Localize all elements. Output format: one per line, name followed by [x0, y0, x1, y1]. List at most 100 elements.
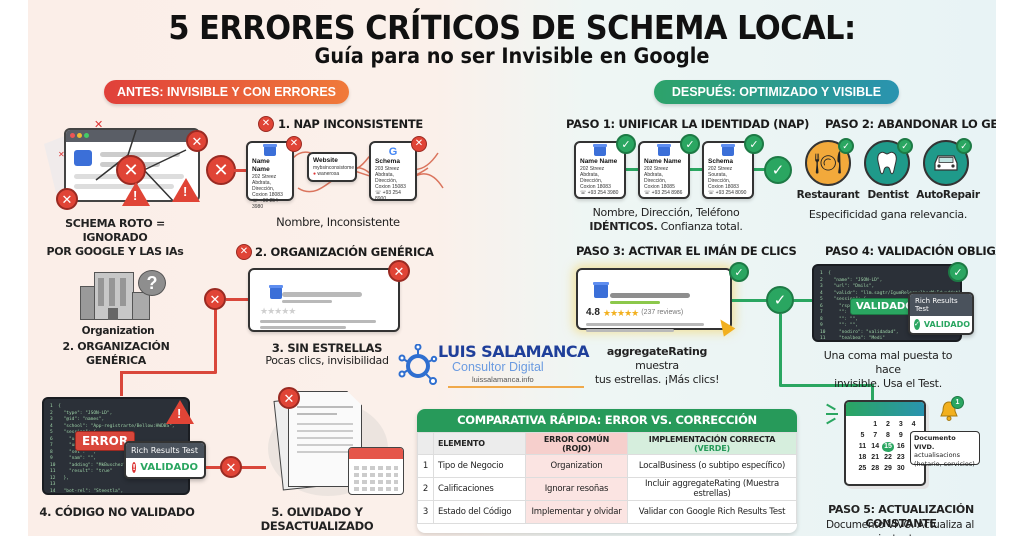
- brand-logo: LUIS SALAMANCA Consultor Digital luissal…: [398, 342, 589, 388]
- calendar-day: 25: [858, 465, 867, 472]
- broken-schema-caption: SCHEMA ROTO = IGNORADO POR GOOGLE Y LAS …: [46, 217, 184, 258]
- step1-title: PASO 1: UNIFICAR LA IDENTIDAD (NAP): [566, 117, 810, 131]
- calendar-day: 14: [871, 443, 880, 450]
- sparkle-lines-icon: [826, 403, 840, 425]
- check-icon: ✓: [680, 134, 700, 154]
- check-icon: ✓: [766, 286, 794, 314]
- check-icon: ✓: [744, 134, 764, 154]
- calendar-day: 8: [886, 432, 890, 439]
- error3-caption: Pocas clics, invisibilidad: [265, 354, 389, 367]
- empty-stars-icon: ★★★★★: [260, 306, 296, 316]
- table-row: 1 Tipo de Negocio Organization LocalBusi…: [417, 454, 797, 478]
- error1-title: 1. NAP INCONSISTENTE: [278, 117, 423, 131]
- google-g-icon: G: [388, 146, 398, 158]
- step2-title: PASO 2: ABANDONAR LO GENÉRICO: [825, 117, 996, 131]
- calendar-day: 4: [911, 421, 916, 428]
- outdated-document-icon: ✕: [258, 385, 408, 500]
- step4-caption: Una coma mal puesta to hace invisible. U…: [823, 349, 953, 390]
- check-icon: ✓: [616, 134, 636, 154]
- error-x-icon: ✕: [56, 188, 78, 210]
- after-section-label: DESPUÉS: OPTIMIZADO Y VISIBLE: [654, 80, 899, 104]
- speech-bubble: Documento VIVD. actualisacions (hotario,…: [910, 431, 980, 468]
- check-icon: ✓: [897, 138, 913, 154]
- rich-listing-card: 4.8 ★★★★★ (237 reviews): [576, 268, 732, 332]
- calendar-day: 15: [881, 442, 895, 452]
- stars-icon: ★★★★★: [602, 308, 639, 318]
- calendar-icon: 12345789101114151617182122232425282930: [844, 400, 926, 486]
- notification-badge: 1: [951, 396, 964, 409]
- network-node-icon: [398, 344, 438, 385]
- error-x-icon: ✕: [206, 155, 236, 185]
- step3-title: PASO 3: ACTIVAR EL IMÁN DE CLICS: [576, 244, 797, 258]
- type-label-dentist: Dentist: [867, 189, 909, 201]
- error-x-icon: ✕: [116, 155, 146, 185]
- brand-url: luissalamanca.info: [472, 375, 534, 384]
- error2-caption: 2. ORGANIZACIÓN GENÉRICA: [62, 340, 170, 367]
- error-x-icon: ✕: [286, 136, 302, 152]
- calendar-day: 23: [896, 454, 905, 461]
- calendar-icon: [348, 447, 404, 495]
- error3-title: 3. SIN ESTRELLAS: [271, 341, 383, 355]
- calendar-day: 7: [873, 432, 878, 439]
- broken-browser-icon: ✕ ✕ ✕ ! ! ✕ ✕: [44, 119, 208, 210]
- step2-caption: Especificidad gana relevancia.: [808, 208, 968, 221]
- check-icon: ✓: [838, 138, 854, 154]
- rich-results-failed-panel: Rich Results Test ! VALIDADO: [124, 441, 206, 479]
- brand-tagline: Consultor Digital: [452, 360, 544, 374]
- check-circle-icon: ✓: [914, 319, 920, 330]
- rating-value: 4.8: [586, 307, 600, 318]
- calendar-day: 3: [898, 421, 903, 428]
- error2-title: 2. ORGANIZACIÓN GENÉRICA: [255, 245, 434, 259]
- calendar-day: 11: [858, 443, 867, 450]
- check-icon: ✓: [729, 262, 749, 282]
- calendar-day: 16: [896, 443, 905, 450]
- error-x-icon: ✕: [411, 136, 427, 152]
- error-tag: ERROR: [75, 431, 136, 451]
- nap-card-schema: G Schema 203 Streez Abdrata, Dirección, …: [369, 141, 417, 202]
- infographic: 5 ERRORES CRÍTICOS DE SCHEMA LOCAL: Guía…: [28, 0, 996, 536]
- error-x-icon: ✕: [204, 288, 226, 310]
- error1-caption: Nombre, Inconsistente: [276, 215, 400, 229]
- calendar-day: 1: [873, 421, 878, 428]
- step4-title: PASO 4: VALIDACIÓN OBLIGATORIA: [825, 244, 996, 258]
- check-icon: ✓: [956, 138, 972, 154]
- check-icon: ✓: [764, 156, 792, 184]
- no-stars-listing-card: ★★★★★: [248, 268, 400, 332]
- step5-caption: Documento VIVO. Actualiza al instante.: [826, 519, 974, 536]
- error-x-icon: ✕: [186, 130, 208, 152]
- table-row: 2 Calificaciones Ignorar resoñas Incluir…: [417, 477, 797, 501]
- nap-card-website: Website mybsinconsistome ● wanerosa: [307, 152, 357, 182]
- type-label-restaurant: Restaurant: [796, 189, 860, 201]
- building-label: Organization: [81, 325, 155, 337]
- table-row: 3 Estado del Código Implementar y olvida…: [417, 500, 797, 524]
- error-x-icon: ✕: [236, 244, 252, 260]
- error5-title: 5. OLVIDADO Y DESACTUALIZADO: [260, 505, 374, 533]
- error-x-icon: ✕: [220, 456, 242, 478]
- calendar-day: 18: [858, 454, 867, 461]
- error-x-icon: ✕: [388, 260, 410, 282]
- column-header-error: ERROR COMÚN (ROJO): [525, 432, 628, 455]
- google-business-icon: [263, 144, 277, 156]
- check-icon: ✓: [948, 262, 968, 282]
- comparison-table: COMPARATIVA RÁPIDA: ERROR VS. CORRECCIÓN…: [417, 409, 797, 533]
- nap-card-1: Name Name 202 Streez Abdrata, Dirección,…: [574, 141, 626, 199]
- type-label-autorepair: AutoRepair: [916, 189, 980, 201]
- error-x-icon: ✕: [258, 116, 274, 132]
- before-section-label: ANTES: INVISIBLE Y CON ERRORES: [104, 80, 349, 104]
- step3-caption: aggregateRating muestra tus estrellas. ¡…: [594, 345, 720, 386]
- column-header-element: ELEMENTO: [433, 432, 526, 455]
- page-subtitle: Guía para no ser Invisible en Google: [314, 44, 710, 68]
- warning-icon: !: [166, 400, 194, 424]
- nap-card-2: Name Name 202 Streez Abdrata, Dirección,…: [638, 141, 690, 199]
- step1-caption: Nombre, Dirección, Teléfono IDÉNTICOS. C…: [589, 206, 743, 233]
- step5-title: PASO 5: ACTUALIZACIÓN CONSTANTE: [828, 503, 974, 530]
- calendar-day: 22: [884, 454, 892, 461]
- nap-card-gmb: Name Name 202 Streez Abdrata, Dirección,…: [246, 141, 294, 210]
- column-header-fix: IMPLEMENTACIÓN CORRECTA (VERDE): [627, 432, 797, 455]
- building-icon: ?: [80, 270, 170, 322]
- nap-card-3: Schema 202 Streez Sourata, Dirección, Co…: [702, 141, 754, 199]
- calendar-day: 28: [871, 465, 880, 472]
- error-x-icon: ✕: [278, 387, 300, 409]
- calendar-day: 29: [884, 465, 892, 472]
- warning-icon: !: [172, 178, 200, 202]
